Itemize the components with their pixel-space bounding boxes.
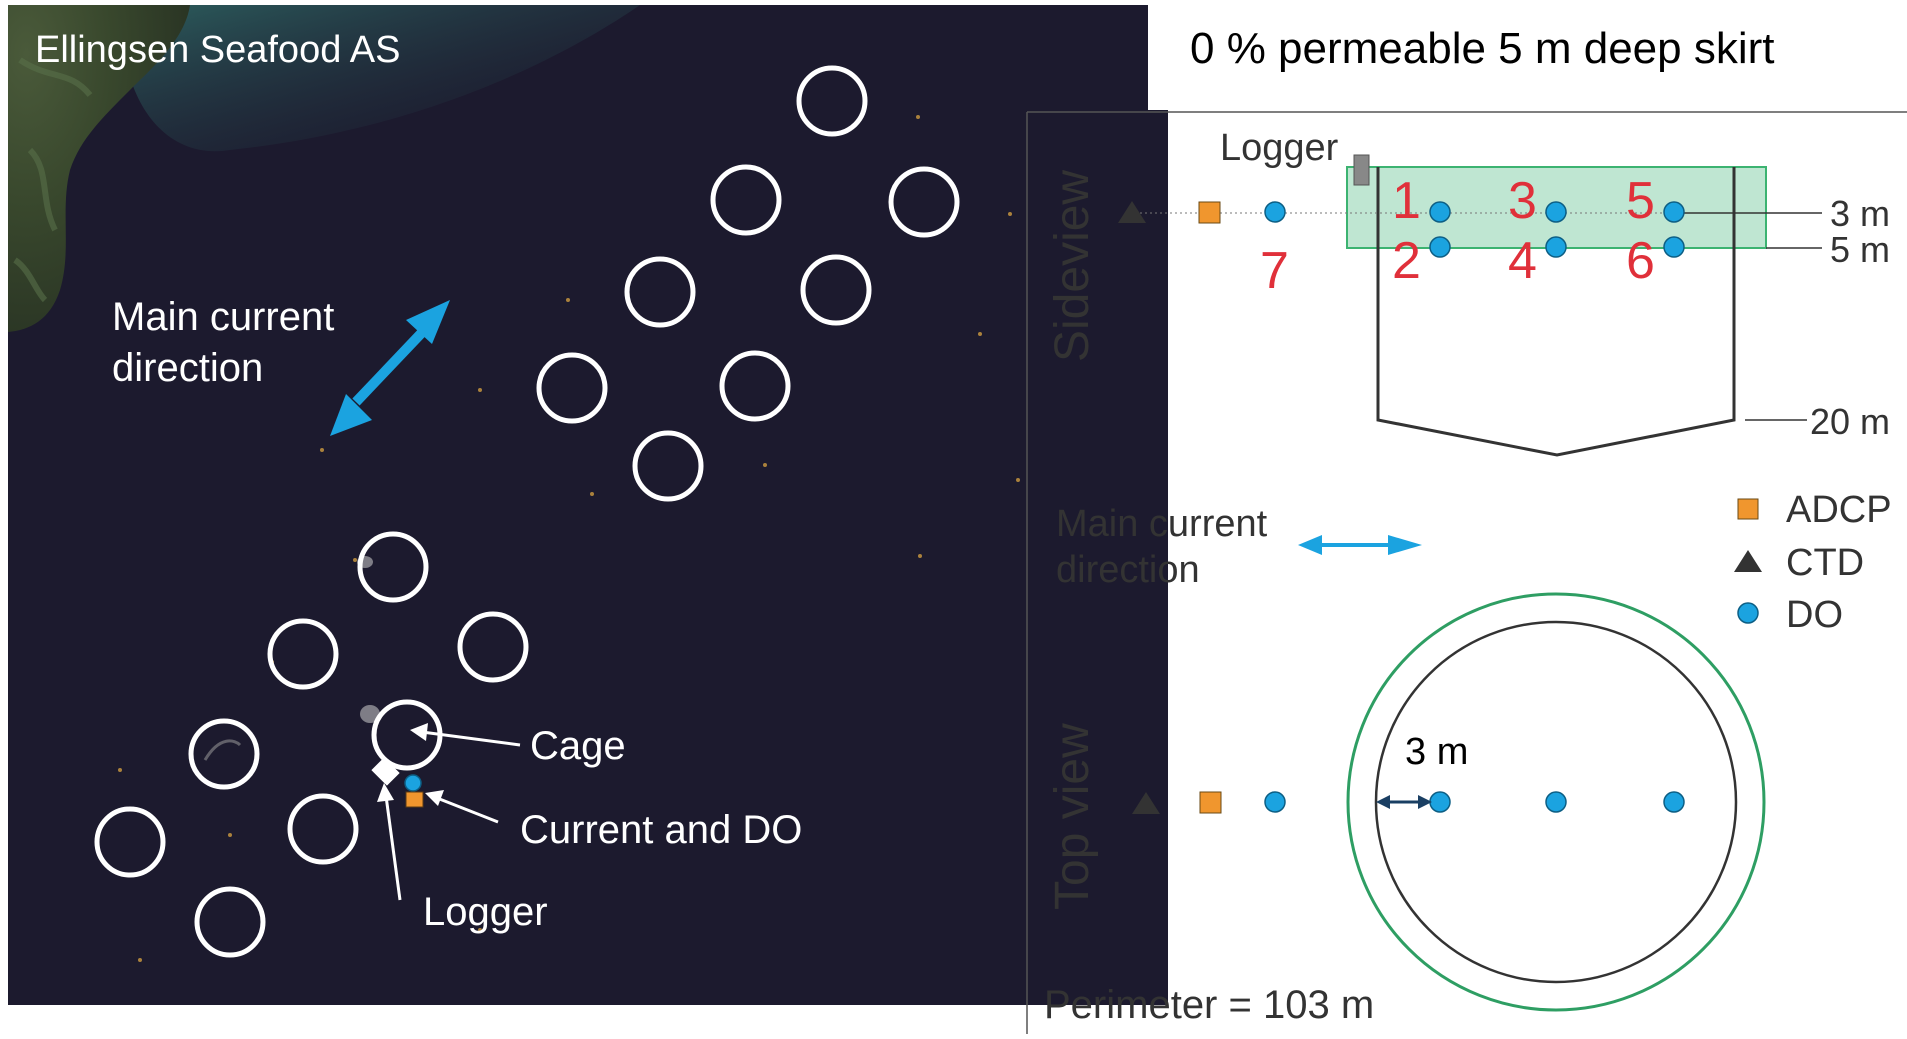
legend-ctd-swatch: [1734, 550, 1762, 572]
do-marker: [404, 774, 422, 792]
position-number-1: 1: [1392, 172, 1421, 230]
map-current-do-label: Current and DO: [520, 808, 802, 852]
distance-arrow: [1376, 795, 1432, 809]
do-sensor-6: [1663, 236, 1685, 258]
cage-ring: [888, 166, 960, 238]
cage-ring: [624, 256, 696, 328]
map-logger-label: Logger: [423, 890, 548, 934]
position-number-7: 7: [1260, 242, 1289, 300]
legend: ADCP CTD DO: [1734, 489, 1892, 636]
topview-label: Top view: [1046, 723, 1099, 910]
depth-label-20m: 20 m: [1810, 401, 1890, 442]
shallow-water: [120, 5, 640, 152]
position-number-2: 2: [1392, 232, 1421, 290]
cage-ring: [194, 886, 266, 958]
land-texture: [13, 57, 93, 303]
mid-current-label-line2: direction: [1056, 549, 1200, 591]
do-sensor-top-2: [1545, 791, 1567, 813]
adcp-square-top: [1199, 791, 1222, 814]
diagram-title: 0 % permeable 5 m deep skirt: [1190, 24, 1775, 73]
cage-ring: [267, 618, 339, 690]
do-sensor-7: [1264, 201, 1286, 223]
ctd-triangle-side: [1118, 201, 1146, 223]
cage-ring: [357, 531, 429, 603]
map-current-label-line1: Main current: [112, 295, 334, 339]
cage-ring: [536, 352, 608, 424]
legend-ctd-label: CTD: [1786, 542, 1864, 584]
cage-ring: [188, 718, 260, 790]
legend-do-swatch: [1737, 602, 1759, 624]
adcp-square-side: [1198, 201, 1221, 224]
cage-ring: [457, 611, 529, 683]
sea-area: [8, 5, 1148, 1005]
logger-device: [1353, 154, 1370, 186]
logger-marker: [371, 757, 400, 786]
do-sensor-3: [1545, 201, 1567, 223]
do-sensor-1: [1429, 201, 1451, 223]
legend-do-label: DO: [1786, 594, 1843, 636]
do-sensor-5: [1663, 201, 1685, 223]
cage-ring: [287, 793, 359, 865]
sideview-logger-label: Logger: [1220, 127, 1339, 169]
do-sensor-top-1: [1429, 791, 1451, 813]
do-sensor-top-3: [1663, 791, 1685, 813]
mid-current-label-line1: Main current: [1056, 503, 1268, 545]
depth-label-5m: 5 m: [1830, 229, 1890, 270]
satellite-map: [8, 5, 1168, 1005]
cage-highlights: [203, 556, 380, 761]
panel-frame: [1026, 111, 1907, 1034]
cage-ring: [94, 806, 166, 878]
map-annotation-arrows: [377, 723, 521, 901]
adcp-marker: [405, 791, 424, 808]
position-number-6: 6: [1626, 232, 1655, 290]
map-strip-right: [1148, 110, 1168, 1005]
ctd-triangle-top: [1132, 792, 1160, 814]
cage-ring: [710, 164, 782, 236]
perimeter-label: Perimeter = 103 m: [1044, 983, 1374, 1027]
mid-current-arrow: [1298, 535, 1422, 555]
map-cage-label: Cage: [530, 724, 626, 768]
sideview-label: Sideview: [1046, 170, 1099, 362]
do-sensor-top-outside: [1264, 791, 1286, 813]
map-current-label-line2: direction: [112, 346, 263, 390]
position-number-3: 3: [1508, 172, 1537, 230]
cage-ring: [800, 254, 872, 326]
site-name: Ellingsen Seafood AS: [35, 29, 401, 71]
depth-label-3m: 3 m: [1830, 193, 1890, 234]
cage-rings: [94, 65, 960, 958]
cage-ring: [719, 350, 791, 422]
land-area: [8, 5, 190, 332]
cage-net-profile: [1376, 167, 1736, 457]
sea-lights: [118, 115, 1020, 962]
map-current-arrow: [330, 300, 450, 436]
position-number-4: 4: [1508, 232, 1537, 290]
legend-adcp-label: ADCP: [1786, 489, 1892, 531]
legend-adcp-swatch: [1737, 498, 1759, 520]
skirt-circle: [1346, 592, 1766, 1012]
do-sensor-4: [1545, 236, 1567, 258]
cage-ring: [796, 65, 868, 137]
do-sensor-2: [1429, 236, 1451, 258]
cage-ring: [632, 430, 704, 502]
position-number-5: 5: [1626, 172, 1655, 230]
distance-label: 3 m: [1405, 731, 1468, 773]
